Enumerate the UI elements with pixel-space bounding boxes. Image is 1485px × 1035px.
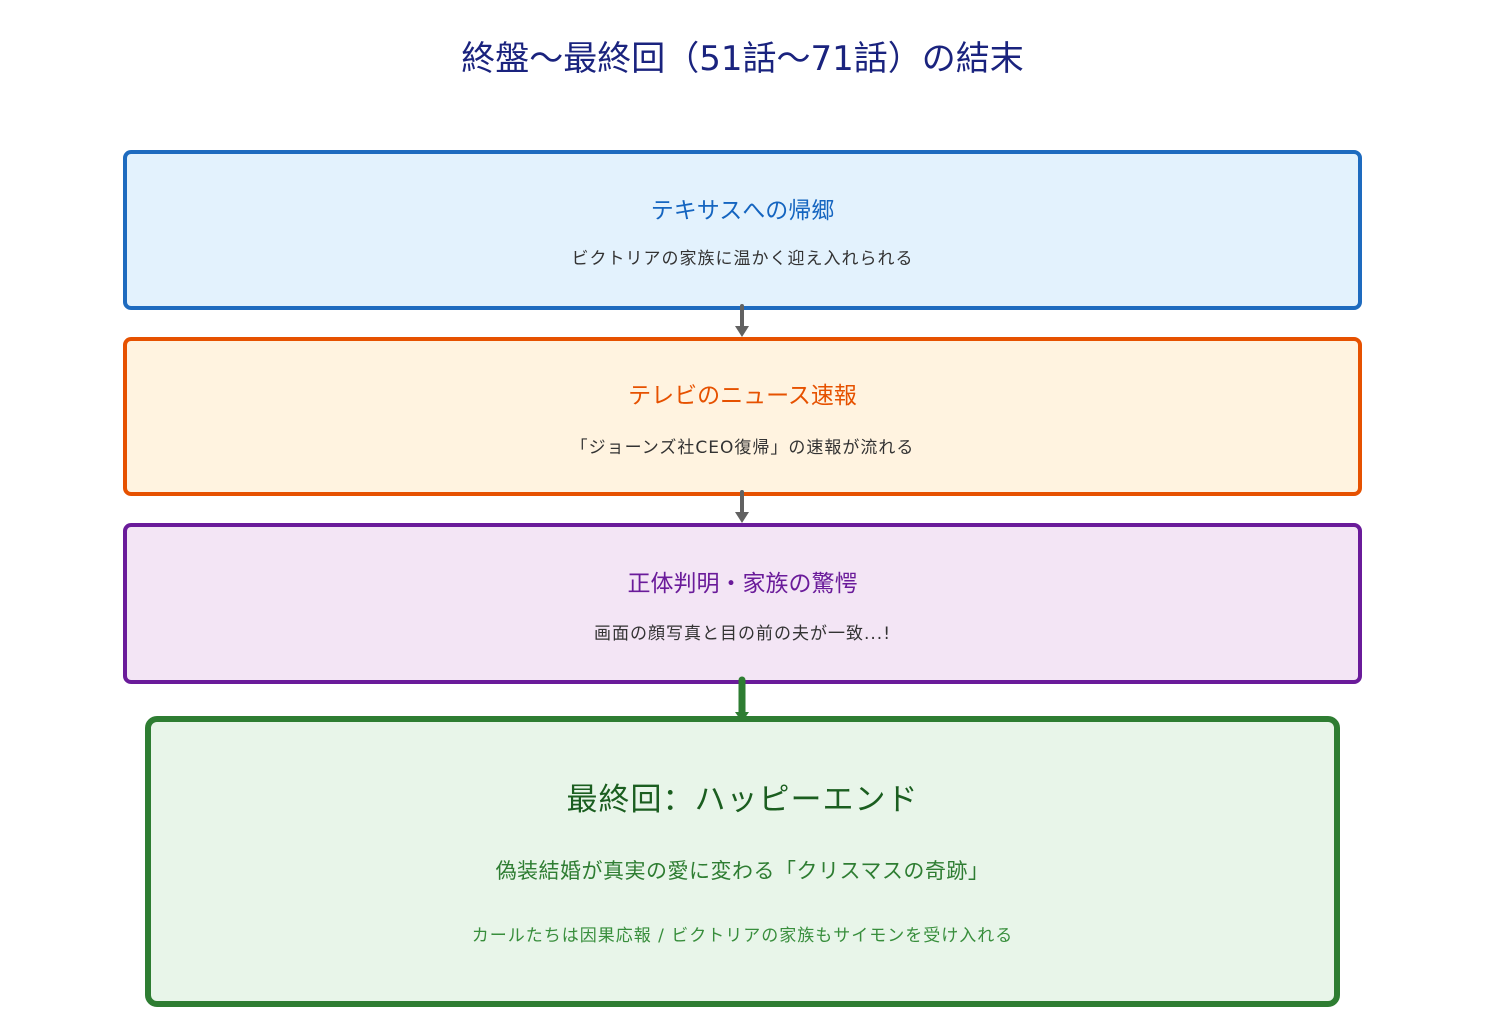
step-box-homecoming: テキサスへの帰郷 ビクトリアの家族に温かく迎え入れられる	[123, 150, 1362, 310]
arrow-down-icon	[735, 490, 749, 523]
step-heading: テキサスへの帰郷	[650, 198, 835, 224]
step-box-identity-revealed: 正体判明・家族の驚愕 画面の顔写真と目の前の夫が一致...!	[123, 523, 1362, 684]
final-heading: 最終回：ハッピーエンド	[566, 782, 919, 818]
final-detail: カールたちは因果応報 / ビクトリアの家族もサイモンを受け入れる	[471, 926, 1014, 946]
arrow-down-icon	[735, 304, 749, 337]
final-box-happy-end: 最終回：ハッピーエンド 偽装結婚が真実の愛に変わる「クリスマスの奇跡」 カールた…	[145, 716, 1340, 1007]
step-heading: 正体判明・家族の驚愕	[627, 571, 858, 597]
step-box-news-flash: テレビのニュース速報 「ジョーンズ社CEO復帰」の速報が流れる	[123, 337, 1362, 496]
step-detail: 画面の顔写真と目の前の夫が一致...!	[593, 624, 892, 644]
step-heading: テレビのニュース速報	[628, 383, 857, 409]
step-detail: ビクトリアの家族に温かく迎え入れられる	[571, 249, 914, 269]
final-main-text: 偽装結婚が真実の愛に変わる「クリスマスの奇跡」	[495, 859, 990, 883]
step-detail: 「ジョーンズ社CEO復帰」の速報が流れる	[570, 438, 915, 458]
diagram-title: 終盤〜最終回（51話〜71話）の結末	[461, 39, 1024, 79]
